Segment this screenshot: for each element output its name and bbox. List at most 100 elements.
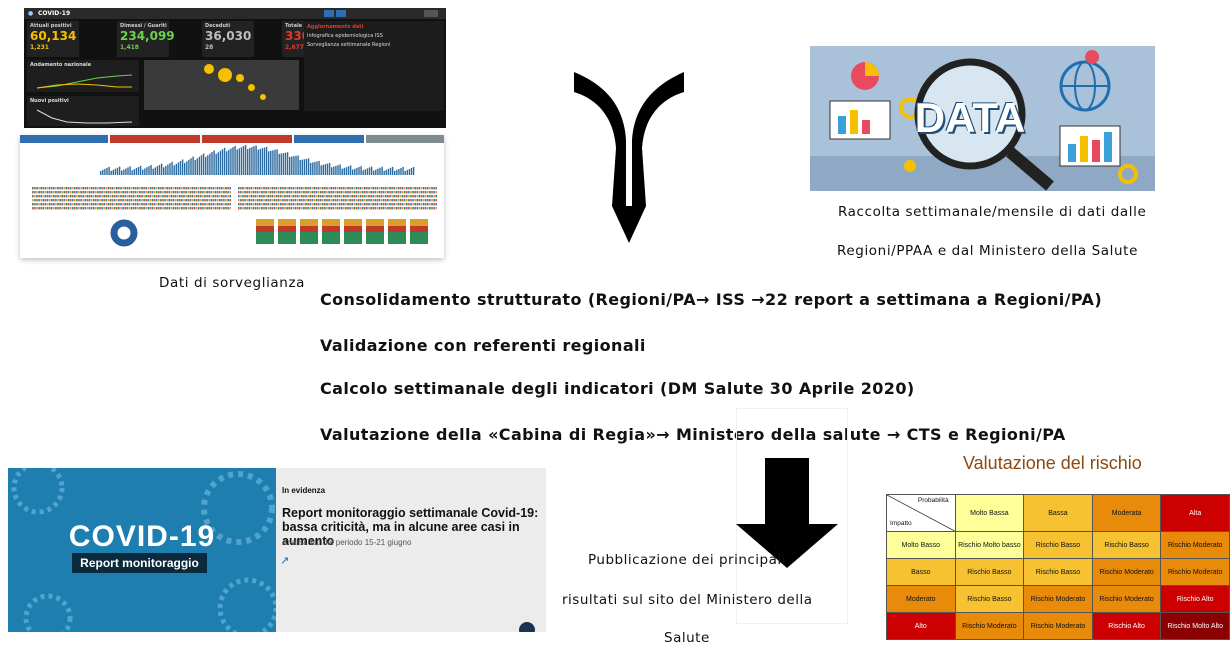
thumbnail-mark bbox=[97, 199, 99, 202]
thumbnail-mark bbox=[364, 199, 366, 202]
thumbnail-mark bbox=[406, 187, 408, 190]
thumbnail-mark bbox=[418, 203, 421, 206]
thumbnail-mark bbox=[34, 203, 36, 206]
thumbnail-mark bbox=[256, 191, 259, 194]
data-word: DATA bbox=[914, 94, 1026, 141]
thumbnail-mark bbox=[332, 207, 335, 210]
thumbnail-mark bbox=[261, 203, 263, 206]
thumbnail-mark bbox=[389, 167, 392, 175]
thumbnail-mark bbox=[167, 164, 169, 175]
thumbnail-mark bbox=[395, 199, 398, 202]
thumbnail-mark bbox=[311, 199, 314, 202]
dati-sorveglianza-label: Dati di sorveglianza bbox=[159, 275, 306, 291]
external-link-icon[interactable]: ↗ bbox=[280, 554, 290, 567]
thumbnail-mark bbox=[61, 195, 63, 198]
thumbnail-mark bbox=[113, 207, 116, 210]
thumbnail-mark bbox=[435, 187, 437, 190]
thumbnail-mark bbox=[324, 199, 326, 202]
thumbnail-mark bbox=[351, 203, 353, 206]
thumbnail-mark bbox=[319, 195, 322, 198]
thumbnail-mark bbox=[402, 166, 404, 175]
thumbnail-mark bbox=[164, 191, 166, 194]
thumbnail-mark bbox=[109, 203, 112, 206]
thumbnail-mark bbox=[288, 191, 290, 194]
publication-text-line: Salute bbox=[664, 630, 710, 646]
thumbnail-mark bbox=[354, 168, 356, 175]
thumbnail-mark bbox=[143, 199, 145, 202]
thumbnail-mark bbox=[357, 203, 360, 206]
thumbnail-mark bbox=[333, 166, 335, 175]
thumbnail-mark bbox=[69, 199, 72, 202]
thumbnail-mark bbox=[345, 203, 347, 206]
thumbnail-mark bbox=[391, 203, 393, 206]
thumbnail-mark bbox=[135, 168, 138, 175]
thumbnail-mark bbox=[385, 207, 387, 210]
thumbnail-mark bbox=[330, 195, 332, 198]
thumbnail-mark bbox=[385, 199, 387, 202]
map-bubble bbox=[260, 94, 266, 100]
thumbnail-mark bbox=[372, 191, 374, 194]
thumbnail-mark bbox=[191, 207, 194, 210]
thumbnail-mark bbox=[389, 187, 391, 190]
thumbnail-mark bbox=[227, 191, 229, 194]
thumbnail-mark bbox=[155, 207, 158, 210]
thumbnail-mark bbox=[223, 187, 225, 190]
thumbnail-mark bbox=[181, 199, 183, 202]
thumbnail-mark bbox=[208, 191, 210, 194]
thumbnail-mark bbox=[403, 191, 406, 194]
thumbnail-mark bbox=[429, 207, 431, 210]
thumbnail-mark bbox=[292, 195, 295, 198]
thumbnail-mark bbox=[149, 203, 152, 206]
thumbnail-mark bbox=[63, 199, 66, 202]
thumbnail-mark bbox=[347, 166, 350, 175]
thumbnail-mark bbox=[261, 199, 263, 202]
thumbnail-mark bbox=[322, 207, 324, 210]
thumbnail-mark bbox=[379, 167, 381, 175]
scroll-to-top-button[interactable] bbox=[519, 622, 535, 632]
thumbnail-mark bbox=[277, 199, 280, 202]
thumbnail-mark bbox=[271, 187, 274, 190]
thumbnail-mark bbox=[305, 203, 307, 206]
thumbnail-mark bbox=[322, 187, 324, 190]
thumbnail-mark bbox=[187, 207, 189, 210]
thumbnail-mark bbox=[84, 191, 87, 194]
thumbnail-mark bbox=[95, 187, 97, 190]
thumbnail-mark bbox=[238, 195, 240, 198]
thumbnail-mark bbox=[259, 199, 261, 202]
thumbnail-mark bbox=[366, 187, 368, 190]
thumbnail-mark bbox=[364, 207, 366, 210]
thumbnail-mark bbox=[132, 195, 135, 198]
thumbnail-mark bbox=[67, 207, 70, 210]
thumbnail-mark bbox=[296, 191, 299, 194]
thumbnail-mark bbox=[414, 195, 416, 198]
thumbnail-mark bbox=[204, 207, 206, 210]
thumbnail-mark bbox=[330, 203, 332, 206]
thumbnail-mark bbox=[168, 195, 171, 198]
thumbnail-mark bbox=[326, 163, 329, 175]
thumbnail-mark bbox=[92, 199, 95, 202]
thumbnail-mark bbox=[128, 207, 131, 210]
thumbnail-mark bbox=[408, 187, 410, 190]
thumbnail-mark bbox=[412, 207, 414, 210]
thumbnail-mark bbox=[324, 195, 326, 198]
report-headline-link[interactable]: Report monitoraggio settimanale Covid-19… bbox=[282, 506, 539, 548]
thumbnail-mark bbox=[324, 203, 326, 206]
thumbnail-mark bbox=[198, 156, 201, 175]
thumbnail-mark bbox=[322, 195, 324, 198]
thumbnail-mark bbox=[65, 191, 68, 194]
thumbnail-mark bbox=[273, 191, 276, 194]
thumbnail-mark bbox=[313, 187, 316, 190]
thumbnail-mark bbox=[236, 149, 238, 175]
thumbnail-mark bbox=[435, 195, 437, 198]
report-monitoraggio-card[interactable]: COVID-19 Report monitoraggio In evidenza… bbox=[8, 468, 546, 632]
thumbnail-mark bbox=[225, 207, 227, 210]
thumbnail-mark bbox=[388, 232, 406, 244]
thumbnail-mark bbox=[40, 207, 42, 210]
thumbnail-mark bbox=[330, 207, 332, 210]
thumbnail-mark bbox=[382, 199, 385, 202]
thumbnail-mark bbox=[59, 187, 61, 190]
thumbnail-mark bbox=[338, 207, 341, 210]
thumbnail-mark bbox=[113, 195, 116, 198]
thumbnail-mark bbox=[393, 199, 395, 202]
thumbnail-mark bbox=[267, 187, 269, 190]
